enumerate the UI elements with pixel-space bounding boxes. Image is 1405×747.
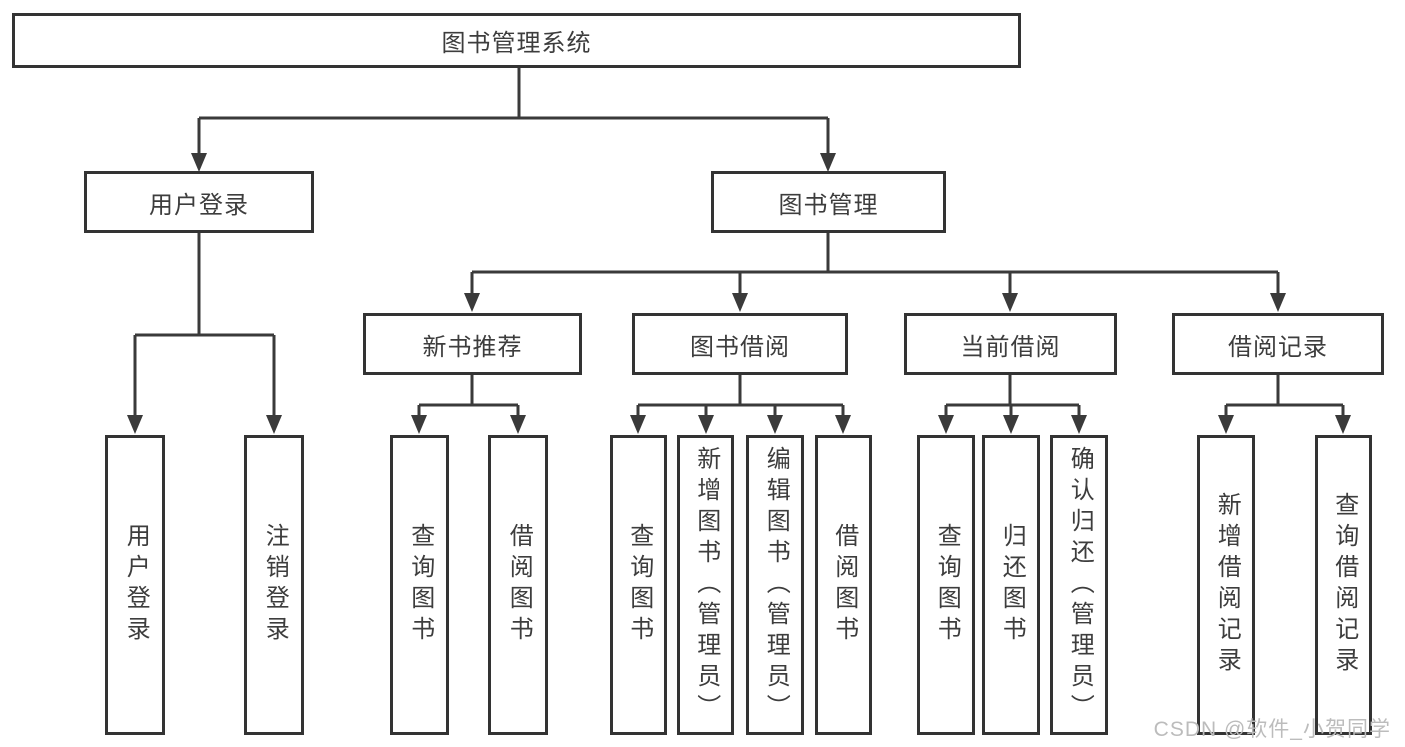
leaf-add-books-admin: 新增图书（管理员） (677, 435, 734, 735)
leaf-query-books-2: 查询图书 (610, 435, 667, 735)
node-book-borrow: 图书借阅 (632, 313, 848, 375)
leaf-query-books-3: 查询图书 (917, 435, 975, 735)
connector-current-borrow-to-leaves (944, 375, 1081, 420)
node-borrow-records: 借阅记录 (1172, 313, 1384, 375)
leaf-label: 新增借阅记录 (1213, 492, 1241, 678)
node-current-borrow-label: 当前借阅 (960, 333, 1061, 361)
leaf-label: 查询图书 (933, 523, 961, 647)
connector-borrow-records-to-leaves (1224, 375, 1345, 420)
connector-book-borrow-to-leaves (636, 375, 845, 420)
leaf-label: 用户登录 (122, 523, 150, 647)
leaf-label: 编辑图书（管理员） (762, 445, 790, 725)
node-book-mgmt: 图书管理 (711, 171, 946, 233)
leaf-query-books-1: 查询图书 (390, 435, 449, 735)
connector-new-books-to-leaves (417, 375, 520, 420)
leaf-label: 查询图书 (406, 523, 434, 647)
leaf-label: 借阅图书 (830, 523, 858, 647)
leaf-borrow-books-2: 借阅图书 (815, 435, 872, 735)
leaf-label: 归还图书 (998, 523, 1026, 647)
leaf-query-borrow-record: 查询借阅记录 (1315, 435, 1372, 735)
leaf-add-borrow-record: 新增借阅记录 (1197, 435, 1255, 735)
connector-user-login-to-leaves (133, 233, 276, 420)
leaf-user-login: 用户登录 (105, 435, 165, 735)
node-root: 图书管理系统 (12, 13, 1021, 68)
connector-root-to-level2 (197, 68, 830, 156)
node-book-borrow-label: 图书借阅 (690, 333, 790, 361)
leaf-label: 查询借阅记录 (1330, 492, 1358, 678)
leaf-logout: 注销登录 (244, 435, 304, 735)
leaf-label: 注销登录 (261, 523, 289, 647)
arrowheads (127, 153, 1351, 434)
leaf-borrow-books-1: 借阅图书 (488, 435, 548, 735)
node-book-mgmt-label: 图书管理 (778, 191, 879, 219)
leaf-label: 借阅图书 (505, 523, 533, 647)
node-current-borrow: 当前借阅 (904, 313, 1117, 375)
connector-book-mgmt-to-level3 (470, 233, 1280, 298)
leaf-label: 新增图书（管理员） (692, 445, 720, 725)
leaf-return-books: 归还图书 (982, 435, 1040, 735)
node-borrow-records-label: 借阅记录 (1228, 333, 1328, 361)
node-user-login: 用户登录 (84, 171, 314, 233)
leaf-edit-books-admin: 编辑图书（管理员） (746, 435, 804, 735)
node-root-label: 图书管理系统 (441, 30, 592, 57)
node-new-books-label: 新书推荐 (422, 333, 523, 361)
csdn-watermark: CSDN @软件_小贺同学 (1153, 718, 1391, 741)
node-new-books: 新书推荐 (363, 313, 582, 375)
leaf-confirm-return-admin: 确认归还（管理员） (1050, 435, 1108, 735)
leaf-label: 查询图书 (625, 523, 653, 647)
node-user-login-label: 用户登录 (149, 191, 249, 219)
leaf-label: 确认归还（管理员） (1066, 445, 1094, 725)
